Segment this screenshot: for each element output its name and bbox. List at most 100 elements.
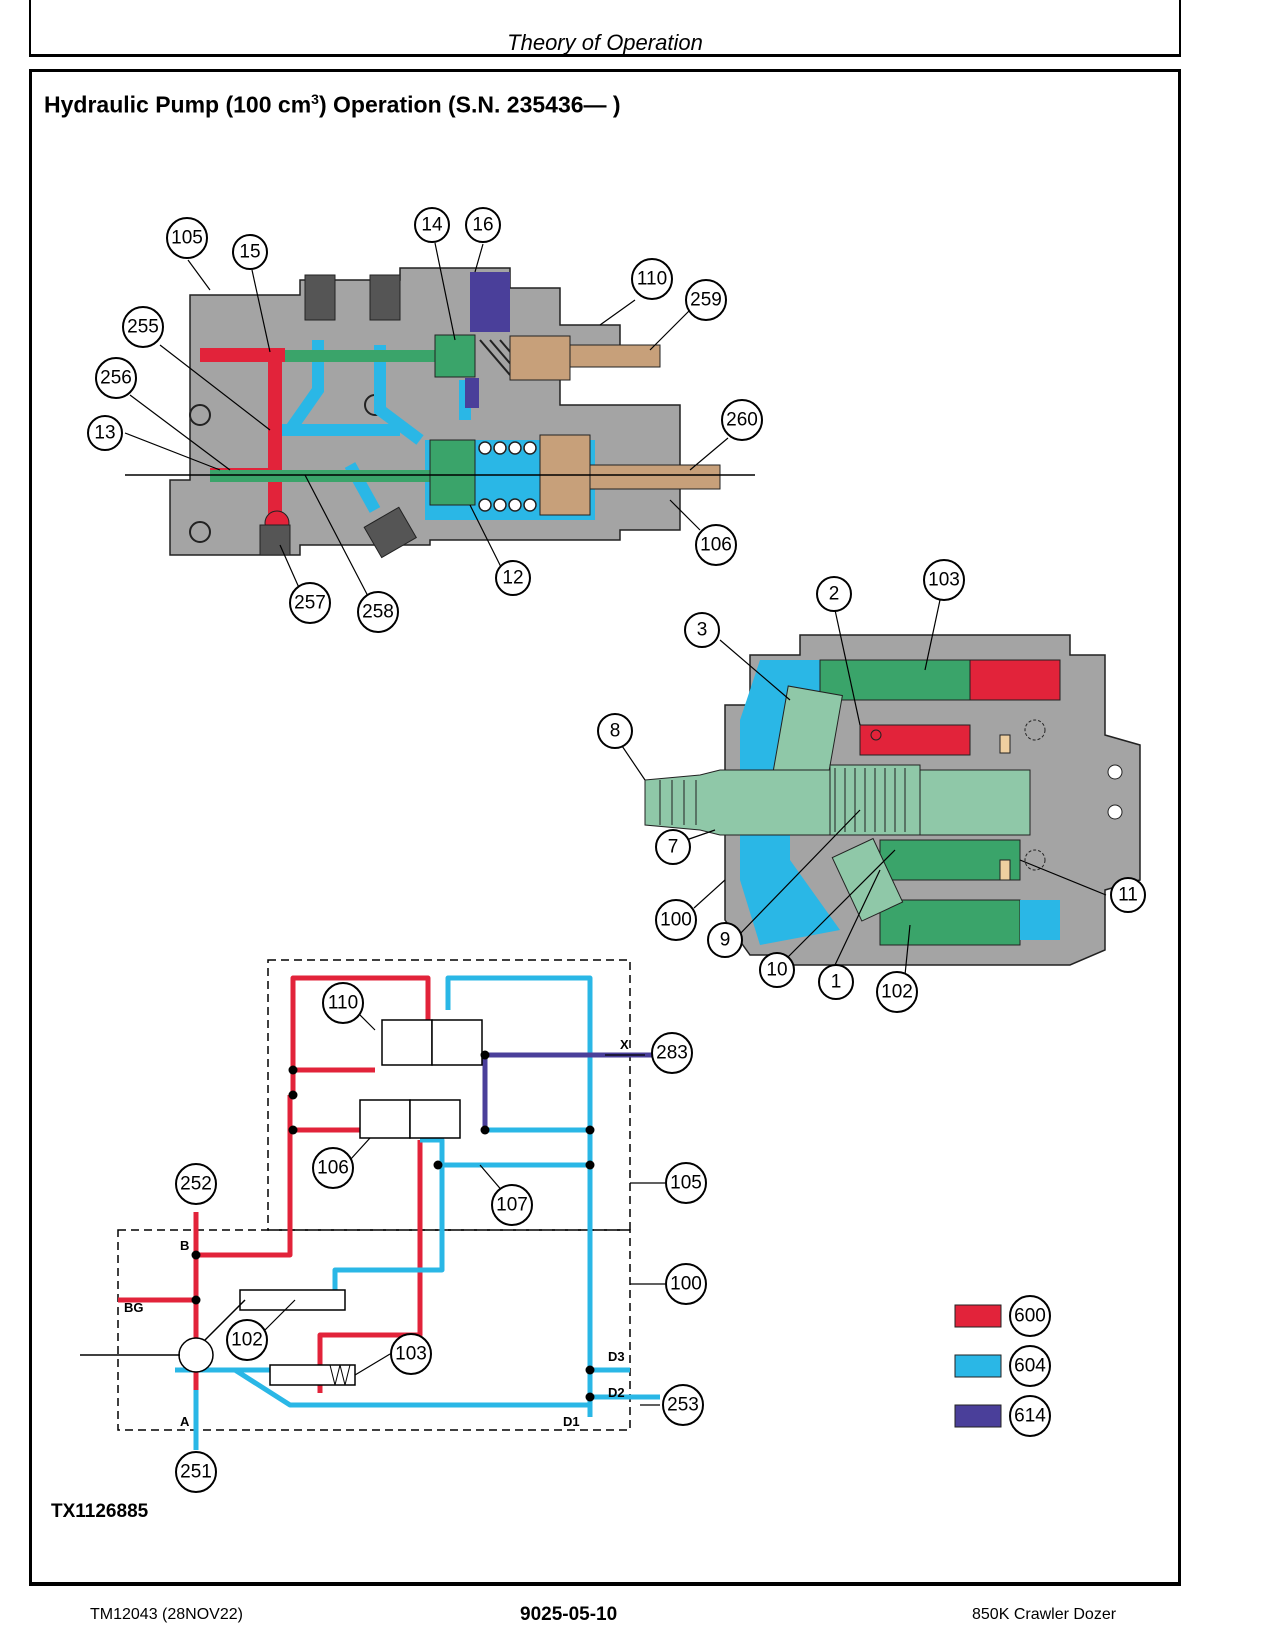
svg-text:100: 100: [660, 910, 692, 931]
svg-text:259: 259: [690, 290, 722, 311]
svg-text:614: 614: [1014, 1406, 1046, 1427]
svg-text:255: 255: [127, 317, 159, 338]
callout-9: 9: [707, 922, 743, 958]
svg-text:8: 8: [610, 721, 621, 742]
svg-text:105: 105: [670, 1173, 702, 1194]
svg-text:102: 102: [881, 982, 913, 1003]
svg-text:110: 110: [328, 993, 358, 1014]
callout-100b: 100: [665, 1263, 707, 1305]
svg-text:105: 105: [171, 228, 203, 249]
svg-text:107: 107: [496, 1195, 528, 1216]
legend-604: 604: [1009, 1345, 1051, 1387]
legend-614: 614: [1009, 1395, 1051, 1437]
callout-10: 10: [759, 952, 795, 988]
callout-16: 16: [465, 207, 501, 243]
svg-text:257: 257: [294, 593, 326, 614]
section-label: Theory of Operation: [507, 30, 703, 55]
callout-107: 107: [491, 1184, 533, 1226]
port-b-label: B: [180, 1238, 189, 1253]
svg-text:110: 110: [637, 269, 667, 290]
callout-110a: 110: [631, 258, 673, 300]
svg-text:604: 604: [1014, 1356, 1046, 1377]
schematic: X B BG A D1 D2 D3: [80, 959, 660, 1450]
svg-text:256: 256: [100, 368, 132, 389]
svg-text:14: 14: [421, 215, 443, 236]
callout-12: 12: [495, 560, 531, 596]
svg-text:103: 103: [928, 570, 960, 591]
port-a-label: A: [180, 1414, 190, 1429]
footer-left: TM12043 (28NOV22): [90, 1606, 243, 1623]
svg-text:102: 102: [231, 1330, 263, 1351]
svg-text:258: 258: [362, 602, 394, 623]
figure-frame: [29, 69, 1181, 1586]
callout-256: 256: [95, 357, 137, 399]
svg-text:251: 251: [180, 1462, 212, 1483]
port-x-label: X: [620, 1037, 629, 1052]
callout-102a: 102: [876, 971, 918, 1013]
svg-text:103: 103: [395, 1344, 427, 1365]
callout-13: 13: [87, 415, 123, 451]
svg-text:11: 11: [1118, 885, 1138, 906]
callout-258: 258: [357, 591, 399, 633]
svg-text:3: 3: [697, 620, 708, 641]
port-d2-label: D2: [608, 1385, 625, 1400]
svg-text:100: 100: [670, 1274, 702, 1295]
callout-14: 14: [414, 207, 450, 243]
svg-text:252: 252: [180, 1174, 212, 1195]
header-frame: Theory of Operation: [29, 0, 1181, 57]
callout-259: 259: [685, 279, 727, 321]
control-valve-cutaway: [125, 267, 755, 559]
callout-105a: 105: [166, 217, 208, 259]
callout-3: 3: [684, 612, 720, 648]
svg-text:260: 260: [726, 410, 758, 431]
callout-283: 283: [651, 1032, 693, 1074]
figure-id: TX1126885: [51, 1501, 149, 1522]
callout-15: 15: [232, 234, 268, 270]
svg-text:13: 13: [94, 423, 115, 444]
callout-251: 251: [175, 1451, 217, 1493]
callout-255: 255: [122, 306, 164, 348]
svg-text:106: 106: [317, 1158, 349, 1179]
svg-text:2: 2: [829, 584, 840, 605]
callout-253: 253: [662, 1384, 704, 1426]
callout-1: 1: [818, 964, 854, 1000]
svg-text:283: 283: [656, 1043, 688, 1064]
port-d3-label: D3: [608, 1349, 625, 1364]
callout-100a: 100: [655, 899, 697, 941]
port-d1-label: D1: [563, 1414, 580, 1429]
footer-right: 850K Crawler Dozer: [972, 1606, 1117, 1623]
svg-text:1: 1: [831, 972, 842, 993]
port-bg-label: BG: [124, 1300, 144, 1315]
callouts: 105 15 14 16 110 259 255 256 13 260 106 …: [87, 207, 1146, 1493]
footer-page-number: 9025-05-10: [520, 1604, 618, 1625]
svg-text:253: 253: [667, 1395, 699, 1416]
svg-text:16: 16: [472, 215, 493, 236]
callout-106a: 106: [695, 524, 737, 566]
legend-swatch-return: [954, 1354, 1002, 1378]
callout-11: 11: [1110, 877, 1146, 913]
callout-102b: 102: [226, 1319, 268, 1361]
svg-text:106: 106: [700, 535, 732, 556]
callout-103b: 103: [390, 1333, 432, 1375]
callout-103a: 103: [923, 559, 965, 601]
legend-swatch-pilot: [954, 1404, 1002, 1428]
svg-text:15: 15: [239, 242, 260, 263]
callout-110b: 110: [322, 982, 364, 1024]
callout-106b: 106: [312, 1147, 354, 1189]
pump-cutaway: [644, 634, 1141, 966]
svg-text:600: 600: [1014, 1306, 1046, 1327]
svg-text:12: 12: [502, 568, 523, 589]
callout-260: 260: [721, 399, 763, 441]
leader-lines: [124, 242, 1107, 1406]
page-title: Hydraulic Pump (100 cm3) Operation (S.N.…: [44, 91, 621, 118]
callout-105b: 105: [665, 1162, 707, 1204]
callout-7: 7: [655, 829, 691, 865]
color-legend: [954, 1304, 1002, 1428]
callout-252: 252: [175, 1163, 217, 1205]
svg-text:9: 9: [720, 930, 731, 951]
legend-swatch-pressure: [954, 1304, 1002, 1328]
svg-text:7: 7: [668, 837, 679, 858]
callout-257: 257: [289, 582, 331, 624]
callout-8: 8: [597, 713, 633, 749]
